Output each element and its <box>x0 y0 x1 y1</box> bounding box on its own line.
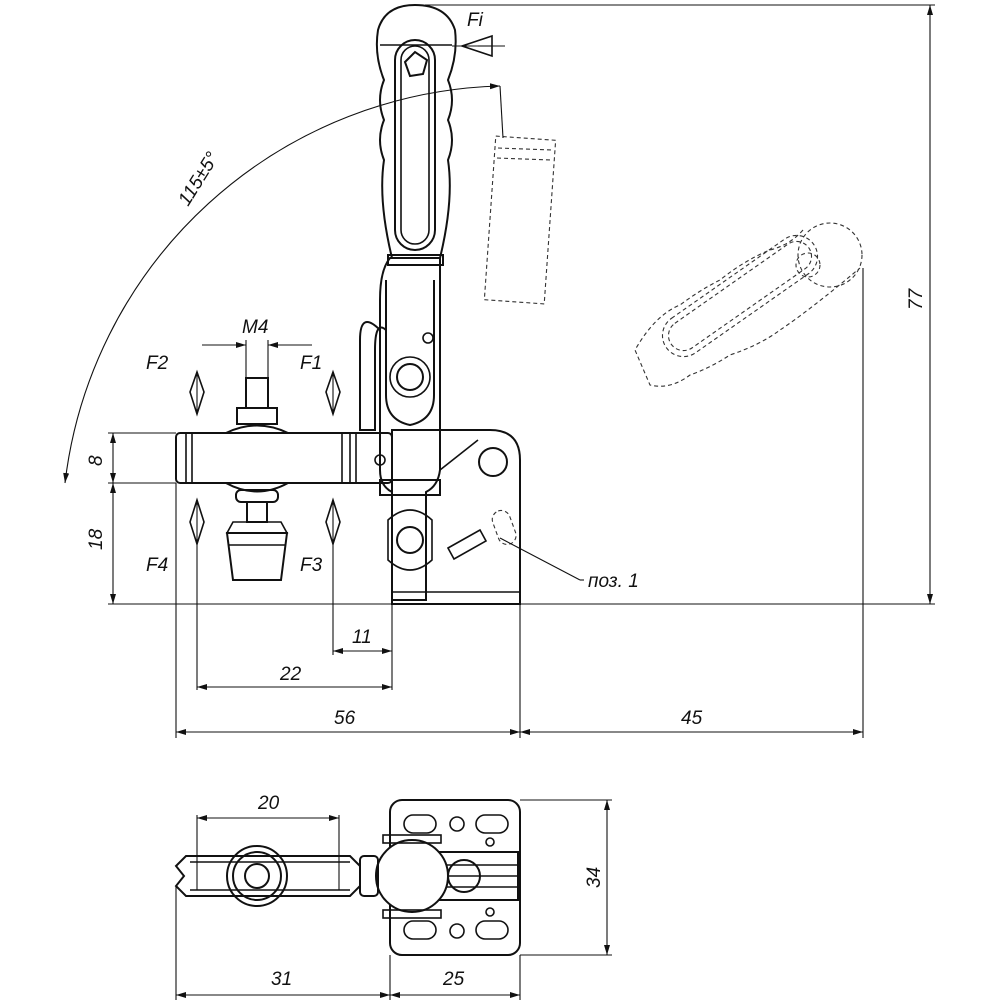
dim-22: 22 <box>279 664 302 685</box>
bottom-dimensions: 11 22 56 45 <box>175 268 864 738</box>
side-view: 115±5° Fi F2 F1 F4 F3 <box>63 3 935 738</box>
dim-18: 18 <box>86 528 107 550</box>
force-input: Fi <box>425 4 935 58</box>
top-dimensions: 20 34 31 25 <box>175 793 612 1000</box>
dim-56: 56 <box>334 708 356 729</box>
force-input-label: Fi <box>467 10 484 31</box>
dim-25: 25 <box>442 969 465 990</box>
thread-label: M4 <box>242 317 268 338</box>
f2-label: F2 <box>146 353 169 374</box>
dim-34: 34 <box>584 867 605 888</box>
base-plate <box>391 429 521 605</box>
top-view: 20 34 31 25 <box>174 793 612 1000</box>
clamp-arm <box>175 432 393 484</box>
handle-open-position <box>483 135 863 387</box>
dim-31: 31 <box>271 969 292 990</box>
f4-label: F4 <box>146 555 168 576</box>
lever-link <box>359 254 444 601</box>
dim-8: 8 <box>86 455 107 466</box>
force-arrows: F2 F1 F4 F3 <box>146 353 341 690</box>
f1-label: F1 <box>300 353 322 374</box>
left-dimensions: 8 18 <box>86 432 176 604</box>
right-dimension: 77 <box>906 5 933 604</box>
handle <box>375 3 457 259</box>
angle-label: 115±5° <box>174 148 223 209</box>
f3-label: F3 <box>300 555 323 576</box>
dim-77: 77 <box>906 287 927 310</box>
top-lever <box>359 834 519 919</box>
pin-pos-1 <box>446 509 584 581</box>
dim-45: 45 <box>681 708 703 729</box>
thread-dimension: M4 <box>202 317 312 378</box>
top-clamp-arm <box>174 845 361 907</box>
dim-11: 11 <box>352 627 372 648</box>
dim-20: 20 <box>257 793 280 814</box>
position-label: поз. 1 <box>588 571 639 592</box>
angle-dimension: 115±5° <box>63 83 504 484</box>
spindle <box>225 377 289 581</box>
